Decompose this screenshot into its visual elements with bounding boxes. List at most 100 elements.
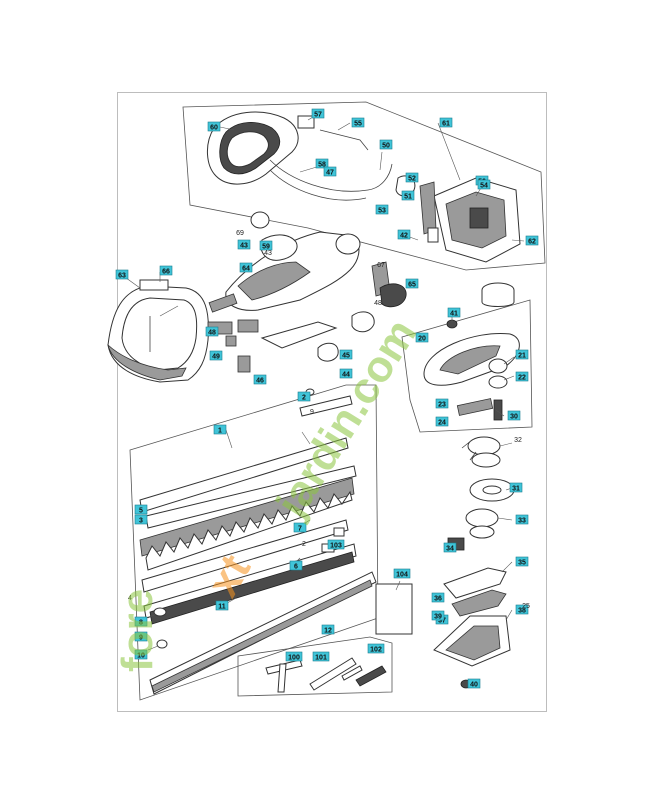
- callout-box: [507, 410, 521, 421]
- callout-box: [285, 651, 303, 662]
- callout-100: 100: [285, 651, 303, 662]
- callout-box: [515, 514, 529, 525]
- callout-34: 34: [443, 542, 457, 553]
- callout-box: [312, 651, 330, 662]
- callout-33: 33: [515, 514, 529, 525]
- callout-59: 59: [259, 240, 273, 251]
- callout-box: [323, 166, 337, 177]
- callout-box: [477, 179, 491, 190]
- callout-number: 34: [446, 546, 454, 553]
- callout-number: 6: [294, 564, 298, 571]
- callout-6: 6: [289, 560, 303, 571]
- callout-number: 58: [318, 162, 326, 169]
- callout-39: 39: [431, 610, 445, 621]
- callout-41: 41: [447, 307, 461, 318]
- callout-40: 40: [467, 678, 481, 689]
- callout-number: 102: [370, 647, 382, 654]
- callout-box: [431, 592, 445, 603]
- callout-31: 31: [509, 482, 523, 493]
- callout-number: 46: [256, 378, 264, 385]
- front-handle: [107, 279, 209, 383]
- callout-50: 50: [379, 139, 393, 150]
- callout-box: [289, 560, 303, 571]
- callout-box: [401, 190, 415, 201]
- housing: [207, 211, 407, 373]
- plain-label-9: 9: [310, 409, 314, 416]
- callout-number: 100: [288, 655, 300, 662]
- rear-handle: [207, 111, 521, 263]
- watermark-brand-1: fore: [113, 589, 162, 672]
- callout-box: [215, 600, 229, 611]
- callout-box: [515, 604, 529, 615]
- callout-66: 66: [159, 265, 173, 276]
- callout-number: 40: [470, 682, 478, 689]
- callout-number: 49: [212, 354, 220, 361]
- callout-box: [435, 398, 449, 409]
- callout-number: 42: [400, 233, 408, 240]
- callout-45: 45: [339, 349, 353, 360]
- callout-box: [327, 539, 345, 550]
- callout-number: 2: [302, 395, 306, 402]
- callout-number: 31: [512, 486, 520, 493]
- callout-number: 65: [408, 282, 416, 289]
- callout-number: 1: [218, 428, 222, 435]
- callout-63: 63: [115, 269, 129, 280]
- callout-number: 30: [510, 414, 518, 421]
- callout-number: 52: [408, 176, 416, 183]
- callout-box: [431, 610, 445, 621]
- callout-number: 24: [438, 420, 446, 427]
- callout-number: 54: [480, 183, 488, 190]
- callout-box: [237, 239, 251, 250]
- callout-5: 5: [134, 504, 148, 515]
- callout-number: 7: [298, 526, 302, 533]
- callout-49: 49: [209, 350, 223, 361]
- callout-number: 9: [139, 635, 143, 642]
- blade-teeth: [145, 490, 353, 571]
- callout-55: 55: [351, 117, 365, 128]
- callout-number: 51: [404, 194, 412, 201]
- callout-number: 3: [139, 518, 143, 525]
- callout-box: [405, 172, 419, 183]
- callout-9: 9: [134, 631, 148, 642]
- callout-number: 47: [326, 170, 334, 177]
- callout-box: [134, 514, 148, 525]
- plain-label-48: 48: [374, 300, 382, 307]
- callout-38: 38: [515, 604, 529, 615]
- callout-number: 11: [218, 604, 226, 611]
- callout-number: 5: [139, 508, 143, 515]
- callout-number: 64: [242, 266, 250, 273]
- callout-65: 65: [405, 278, 419, 289]
- callout-number: 8: [139, 620, 143, 627]
- callout-104: 104: [393, 568, 411, 579]
- callout-52: 52: [405, 172, 419, 183]
- callout-number: 10: [137, 653, 145, 660]
- callout-number: 53: [378, 208, 386, 215]
- callout-number: 12: [324, 628, 332, 635]
- callout-2: 2: [297, 391, 311, 402]
- plain-label-4: 4: [128, 595, 132, 602]
- callout-number: 101: [315, 655, 327, 662]
- callout-box: [213, 424, 227, 435]
- callout-number: 20: [418, 336, 426, 343]
- callout-box: [375, 204, 389, 215]
- callout-35: 35: [515, 556, 529, 567]
- callout-36: 36: [431, 592, 445, 603]
- handle-assembly-outline: [182, 101, 546, 271]
- callout-box: [205, 326, 219, 337]
- callout-number: 41: [450, 311, 458, 318]
- callout-number: 59: [262, 244, 270, 251]
- callout-box: [134, 649, 148, 660]
- callout-box: [525, 235, 539, 246]
- callout-43: 43: [237, 239, 251, 250]
- callout-number: 43: [240, 243, 248, 250]
- plain-label-67: 67: [377, 262, 385, 269]
- callout-number: 57: [314, 112, 322, 119]
- plain-label-32: 32: [514, 437, 522, 444]
- callout-number: 45: [342, 353, 350, 360]
- callout-box: [515, 349, 529, 360]
- callout-box: [134, 631, 148, 642]
- plain-label-43: 43: [264, 250, 272, 257]
- callout-number: 21: [518, 353, 526, 360]
- callout-box: [515, 371, 529, 382]
